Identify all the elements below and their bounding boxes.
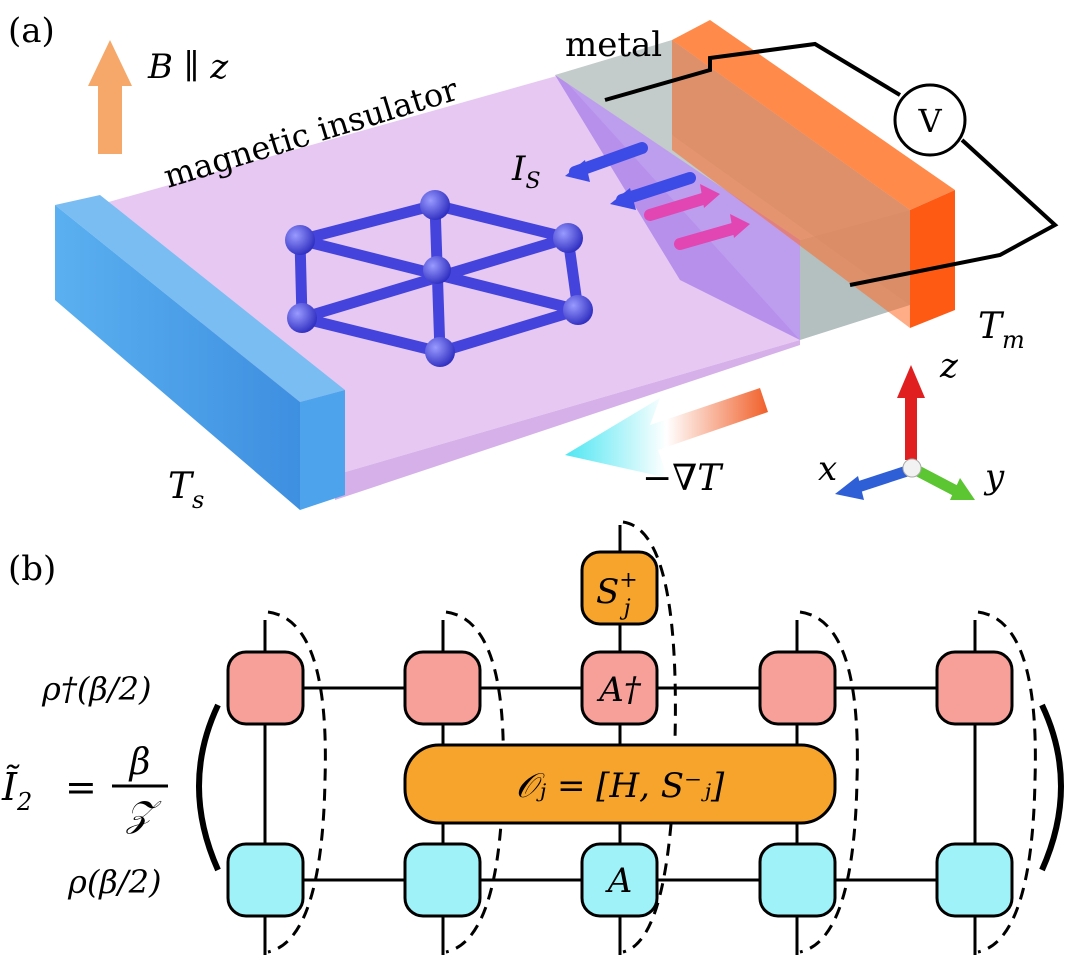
equals-sign: = bbox=[65, 765, 97, 809]
fraction-numerator: β bbox=[128, 742, 151, 783]
voltmeter-circuit bbox=[604, 41, 1059, 287]
panel-b: (b) A† S+j bbox=[1, 520, 1064, 955]
tensor-bottom-1 bbox=[226, 842, 305, 918]
top-row-label: ρ†(β/2) bbox=[41, 670, 151, 708]
y-axis-label: y bbox=[983, 457, 1005, 497]
magnon-arrows bbox=[565, 142, 750, 250]
tensor-top-4 bbox=[758, 650, 837, 726]
temperature-gradient-arrow bbox=[565, 388, 768, 478]
field-label: B ∥ z bbox=[147, 47, 229, 87]
x-axis-label: x bbox=[818, 449, 837, 489]
hot-bath bbox=[672, 20, 955, 328]
tensor-top-3 bbox=[580, 650, 659, 726]
bottom-row-tensors bbox=[226, 842, 1014, 918]
cold-temperature-label: Ts bbox=[168, 466, 204, 514]
panel-a-label: (a) bbox=[8, 11, 55, 51]
tensor-top-5 bbox=[935, 650, 1014, 726]
coordinate-axes bbox=[835, 365, 975, 500]
bottom-tensor-label: A bbox=[605, 861, 633, 901]
cold-bath bbox=[55, 195, 345, 510]
bottom-row-label: ρ(β/2) bbox=[67, 863, 161, 901]
tensor-top-1 bbox=[226, 650, 305, 726]
panel-b-label: (b) bbox=[8, 549, 56, 589]
hot-temperature-label: Tm bbox=[978, 306, 1025, 354]
metal-label: metal bbox=[565, 25, 662, 65]
magnetic-field-arrow bbox=[88, 40, 132, 154]
lhs-symbol: Ĩ2 bbox=[1, 765, 32, 816]
commutator-operator-box bbox=[403, 743, 837, 825]
top-row-tensors bbox=[226, 650, 1014, 726]
spin-current-label: IS bbox=[511, 149, 541, 194]
fraction-denominator: 𝒵 bbox=[125, 794, 162, 835]
spin-operator-box bbox=[580, 550, 659, 626]
tensor-top-2 bbox=[403, 650, 482, 726]
tensor-bottom-4 bbox=[758, 842, 837, 918]
voltmeter bbox=[893, 83, 967, 157]
top-tensor-label: A† bbox=[596, 670, 642, 710]
right-parenthesis bbox=[1039, 703, 1064, 872]
tensor-bottom-2 bbox=[403, 842, 482, 918]
z-axis-label: z bbox=[939, 346, 959, 386]
voltmeter-label: V bbox=[917, 102, 942, 140]
gradient-label: −∇T bbox=[642, 458, 724, 499]
spin-lattice bbox=[285, 190, 593, 367]
panel-a: (a) B ∥ z magnetic insulator metal bbox=[8, 11, 1059, 514]
tensor-bottom-5 bbox=[935, 842, 1014, 918]
left-parenthesis bbox=[196, 703, 221, 872]
tensor-bottom-3 bbox=[580, 842, 659, 918]
commutator-operator-label: 𝒪ⱼ = [H, S⁻ⱼ] bbox=[516, 766, 725, 806]
